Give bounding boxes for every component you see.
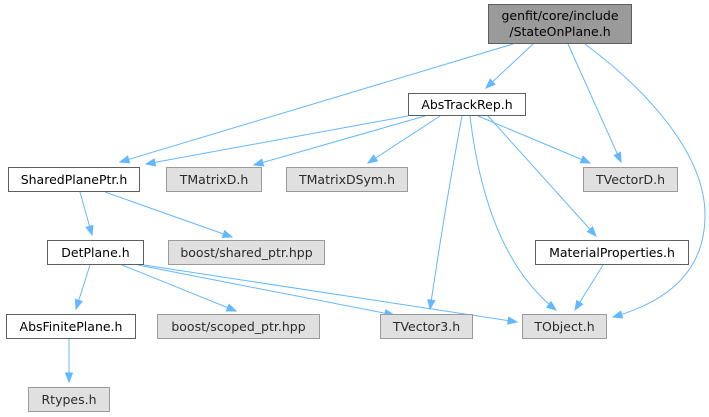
arrowhead-abstrackrep xyxy=(484,78,496,89)
edge-root-to-tobject xyxy=(584,43,706,318)
arrowhead-tmatrixd xyxy=(252,158,265,167)
arrowhead-boost_scoped_ptr xyxy=(225,303,238,312)
arrowhead-tvectord xyxy=(579,155,592,164)
node-absfiniteplane[interactable]: AbsFinitePlane.h xyxy=(6,314,136,339)
edge-layer xyxy=(64,43,706,384)
edge-abstrackrep-to-tvectord xyxy=(477,115,591,164)
edge-abstrackrep-to-tvector3 xyxy=(429,115,463,310)
arrowhead-boost_shared_ptr xyxy=(221,229,234,238)
node-stateonplane-line2: /StateOnPlane.h xyxy=(509,24,611,39)
node-abstrackrep[interactable]: AbsTrackRep.h xyxy=(408,93,526,116)
edge-abstrackrep-to-tmatrixd xyxy=(253,115,426,166)
edge-sharedplaneptr-to-boost_shared_ptr xyxy=(104,191,233,238)
node-tvector3[interactable]: TVector3.h xyxy=(380,314,473,339)
arrowhead-sharedplaneptr xyxy=(144,158,157,167)
arrowhead-tobject xyxy=(506,316,519,325)
node-detplane[interactable]: DetPlane.h xyxy=(47,240,144,265)
node-stateonplane-line1: genfit/core/include xyxy=(501,8,619,23)
node-tvectord[interactable]: TVectorD.h xyxy=(583,167,678,192)
edge-abstrackrep-to-tobject xyxy=(469,115,557,311)
arrowhead-tmatrixdsym xyxy=(366,154,379,164)
edge-abstrackrep-to-materialproperties xyxy=(487,115,597,237)
arrowhead-detplane xyxy=(85,224,94,237)
node-boost-scoped-ptr[interactable]: boost/scoped_ptr.hpp xyxy=(157,314,320,339)
edge-root-to-abstrackrep xyxy=(485,43,534,89)
arrowhead-sharedplaneptr xyxy=(118,155,131,164)
edge-root-to-sharedplaneptr xyxy=(119,43,514,163)
node-tobject[interactable]: TObject.h xyxy=(522,314,607,339)
node-tmatrixdsym[interactable]: TMatrixDSym.h xyxy=(286,167,408,192)
edge-root-to-tvectord xyxy=(567,43,622,163)
edge-detplane-to-tobject xyxy=(143,264,518,323)
arrowhead-tvectord xyxy=(613,151,622,164)
node-tmatrixd[interactable]: TMatrixD.h xyxy=(166,167,262,192)
arrowhead-materialproperties xyxy=(586,226,597,238)
edge-abstrackrep-to-sharedplaneptr xyxy=(145,115,409,165)
arrowhead-absfiniteplane xyxy=(74,298,83,311)
arrowhead-tobject xyxy=(574,299,584,312)
edge-abstrackrep-to-tmatrixdsym xyxy=(367,115,441,164)
node-stateonplane[interactable]: genfit/core/include /StateOnPlane.h xyxy=(488,4,632,44)
node-rtypes[interactable]: Rtypes.h xyxy=(28,387,110,412)
arrowhead-rtypes xyxy=(64,372,74,384)
arrowhead-tvector3 xyxy=(427,298,436,311)
arrowhead-tobject xyxy=(611,310,624,319)
node-materialproperties[interactable]: MaterialProperties.h xyxy=(535,240,689,265)
node-boost-shared-ptr[interactable]: boost/shared_ptr.hpp xyxy=(168,240,325,265)
node-sharedplaneptr[interactable]: SharedPlanePtr.h xyxy=(8,167,140,192)
edge-detplane-to-tvector3 xyxy=(137,264,395,316)
edge-detplane-to-boost_scoped_ptr xyxy=(121,264,237,312)
arrowhead-tobject xyxy=(545,300,558,311)
